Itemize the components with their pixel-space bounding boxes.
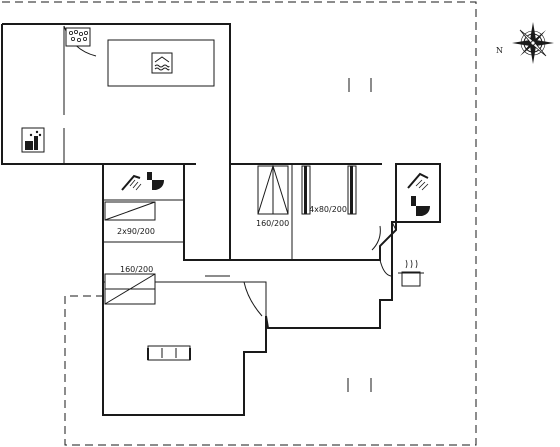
shower-icon bbox=[121, 174, 142, 191]
terrace-markers bbox=[347, 78, 372, 392]
bathroom-east bbox=[407, 172, 430, 216]
toilet-icon bbox=[147, 172, 164, 190]
bathroom-west bbox=[121, 172, 164, 191]
bed-size-label: 2x90/200 bbox=[117, 227, 155, 236]
hot-tub-icon bbox=[65, 27, 91, 47]
bunk-beds bbox=[301, 165, 357, 215]
toilet-icon bbox=[411, 196, 430, 216]
bed-size-label: 160/200 bbox=[256, 219, 289, 228]
pool bbox=[107, 39, 215, 87]
bed-double-w bbox=[104, 273, 156, 305]
bed-size-label: 160/200 bbox=[120, 265, 153, 274]
compass-rose: N bbox=[496, 22, 554, 64]
exterior-walls bbox=[1, 23, 441, 416]
compass-north-label: N bbox=[496, 46, 503, 55]
bed-twin bbox=[104, 201, 156, 221]
sofa-icon bbox=[147, 345, 191, 361]
sauna-icon bbox=[21, 127, 45, 153]
property-outline bbox=[2, 1, 477, 446]
shower-icon bbox=[407, 172, 429, 191]
bed-double-ne bbox=[257, 164, 289, 215]
door-swings bbox=[63, 25, 393, 317]
bed-size-label: 4x80/200 bbox=[309, 205, 347, 214]
pool-icon bbox=[151, 52, 173, 74]
cooking-pot-icon bbox=[398, 259, 424, 287]
compass-icon bbox=[512, 22, 554, 64]
